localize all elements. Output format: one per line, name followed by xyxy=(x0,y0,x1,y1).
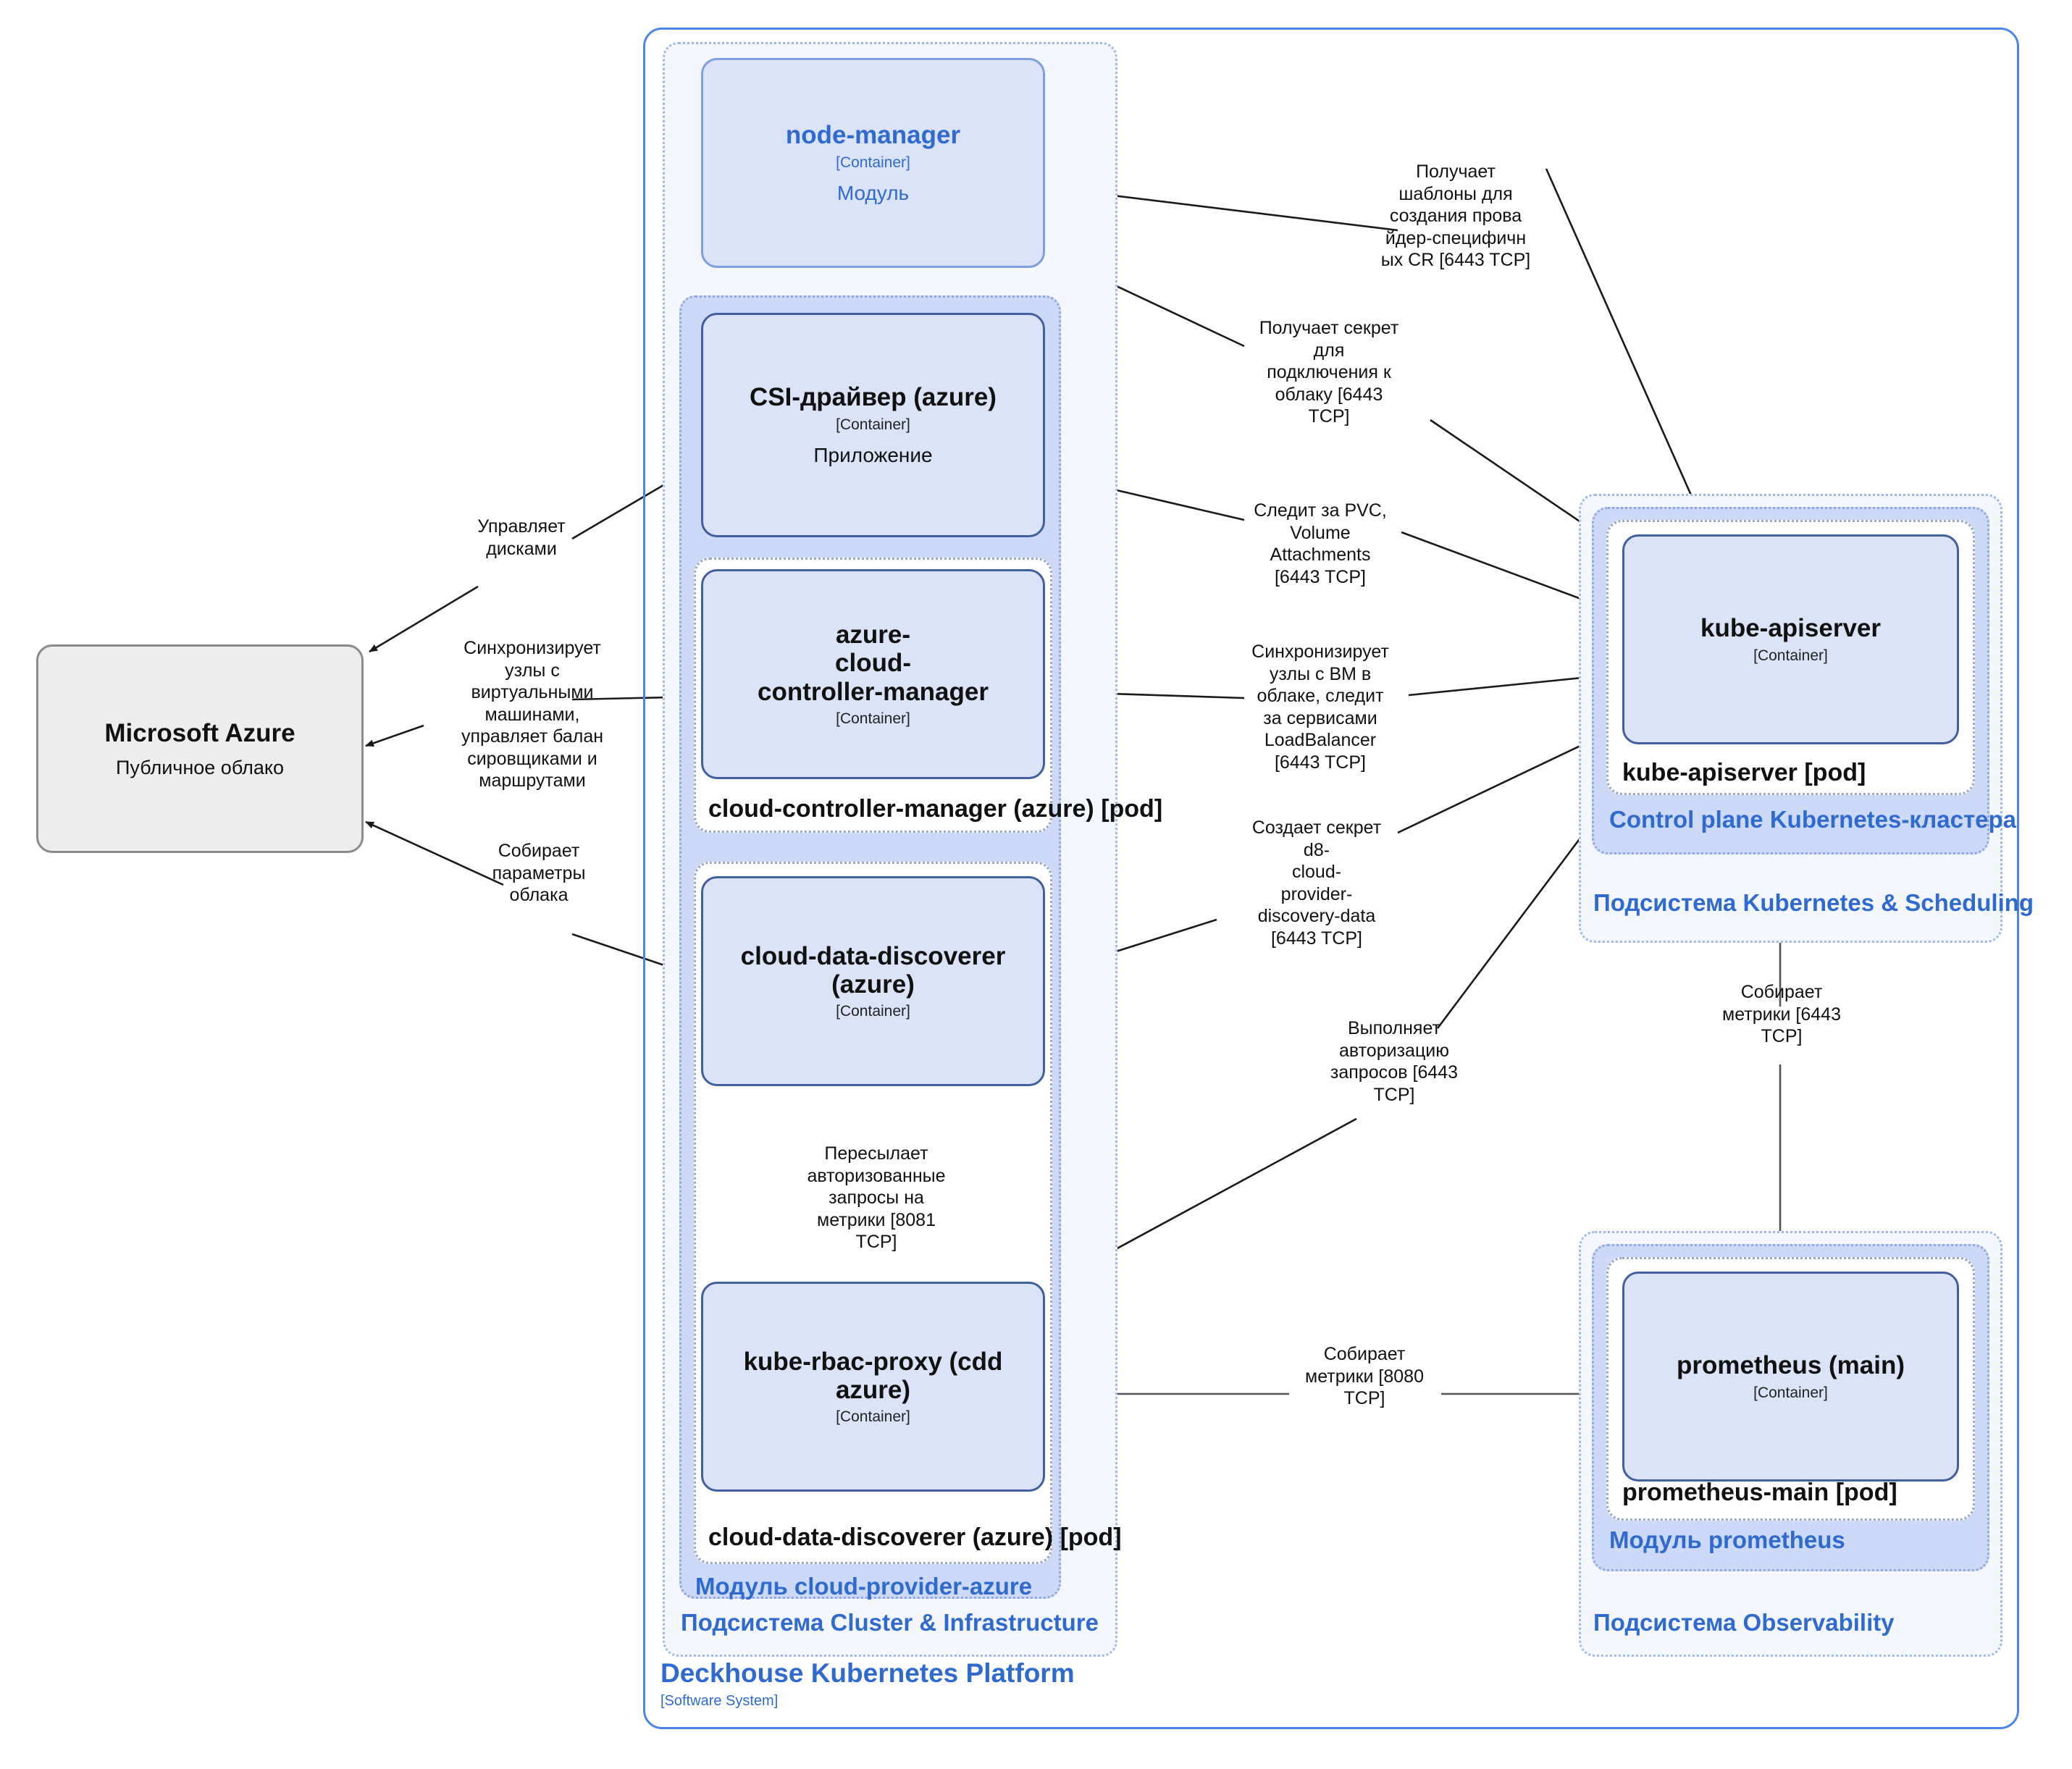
container-kube-rbac-proxy[interactable]: kube-rbac-proxy (cdd azure) [Container] xyxy=(701,1282,1045,1492)
azure-desc: Публичное облако xyxy=(116,756,284,778)
node-manager-title: node-manager xyxy=(785,121,961,150)
pod-prometheus-main-label: prometheus-main [pod] xyxy=(1622,1479,1897,1506)
container-prometheus-main[interactable]: prometheus (main) [Container] xyxy=(1622,1272,1959,1482)
container-csi-driver[interactable]: CSI-драйвер (azure) [Container] Приложен… xyxy=(701,313,1045,537)
accm-title: azure- cloud- controller-manager xyxy=(758,621,989,706)
csi-driver-desc: Приложение xyxy=(813,443,933,466)
edge-label-csi-disks: Управляет дисками xyxy=(477,516,566,559)
edge-label-node-manager-secret: Получает секрет для подключения к облаку… xyxy=(1259,318,1399,427)
node-manager-tech: [Container] xyxy=(836,154,910,171)
pod-cloud-data-discoverer-label: cloud-data-discoverer (azure) [pod] xyxy=(708,1524,1122,1551)
krp-tech: [Container] xyxy=(836,1408,910,1426)
module-control-plane-label: Control plane Kubernetes-кластера xyxy=(1609,806,2016,833)
edge-label-accm-azure: Синхронизирует узлы с виртуальными машин… xyxy=(461,638,604,791)
edge-label-cdd-azure: Собирает параметры облака xyxy=(492,841,586,905)
subsystem-kubernetes-scheduling-label: Подсистема Kubernetes & Scheduling xyxy=(1593,889,2034,916)
kube-apiserver-tech: [Container] xyxy=(1753,647,1828,664)
edge-label-accm-sync: Синхронизирует узлы с ВМ в облаке, следи… xyxy=(1251,642,1389,773)
subsystem-observability-label: Подсистема Observability xyxy=(1593,1609,1895,1636)
system-tag: [Software System] xyxy=(660,1693,779,1709)
kube-apiserver-title: kube-apiserver xyxy=(1700,614,1882,643)
accm-tech: [Container] xyxy=(836,710,910,727)
subsystem-cluster-infrastructure-label: Подсистема Cluster & Infrastructure xyxy=(681,1609,1099,1636)
node-manager-desc: Модуль xyxy=(836,181,910,204)
container-azure-cloud-controller-manager[interactable]: azure- cloud- controller-manager [Contai… xyxy=(701,569,1045,779)
edge-label-krp-authz: Выполняет авторизацию запросов [6443 TCP… xyxy=(1330,1018,1459,1105)
container-cloud-data-discoverer[interactable]: cloud-data-discoverer (azure) [Container… xyxy=(701,876,1045,1086)
edge-label-prometheus-krp: Собирает метрики [8080 TCP] xyxy=(1305,1344,1424,1408)
cdd-title: cloud-data-discoverer (azure) xyxy=(740,941,1006,999)
pod-cloud-controller-manager-label: cloud-controller-manager (azure) [pod] xyxy=(708,795,1163,823)
csi-driver-title: CSI-драйвер (azure) xyxy=(750,383,997,412)
azure-title: Microsoft Azure xyxy=(104,718,295,747)
edge-label-csi-pvc: Следит за PVC, Volume Attachments [6443 … xyxy=(1254,500,1387,587)
prometheus-title: prometheus (main) xyxy=(1676,1351,1905,1380)
external-system-microsoft-azure[interactable]: Microsoft Azure Публичное облако xyxy=(36,644,364,853)
edge-label-krp-forward: Пересылает авторизованные запросы на мет… xyxy=(807,1143,946,1252)
container-node-manager[interactable]: node-manager [Container] Модуль xyxy=(701,58,1045,268)
edge-label-node-manager-templates: Получает шаблоны для создания прова йдер… xyxy=(1380,161,1531,270)
prometheus-tech: [Container] xyxy=(1753,1384,1828,1401)
csi-driver-tech: [Container] xyxy=(836,416,910,433)
cdd-tech: [Container] xyxy=(836,1003,910,1020)
pod-kube-apiserver-label: kube-apiserver [pod] xyxy=(1622,759,1866,786)
edge-label-prometheus-apiserver: Собирает метрики [6443 TCP] xyxy=(1722,982,1841,1046)
system-title: Deckhouse Kubernetes Platform xyxy=(660,1658,1075,1688)
container-kube-apiserver[interactable]: kube-apiserver [Container] xyxy=(1622,534,1959,744)
edge-label-cdd-secret: Создает секрет d8- cloud- provider- disc… xyxy=(1251,818,1382,949)
module-prometheus-label: Модуль prometheus xyxy=(1609,1526,1845,1553)
krp-title: kube-rbac-proxy (cdd azure) xyxy=(743,1347,1003,1404)
module-cloud-provider-azure-label: Модуль cloud-provider-azure xyxy=(695,1573,1033,1600)
system-boundary-deckhouse xyxy=(643,28,2019,1729)
